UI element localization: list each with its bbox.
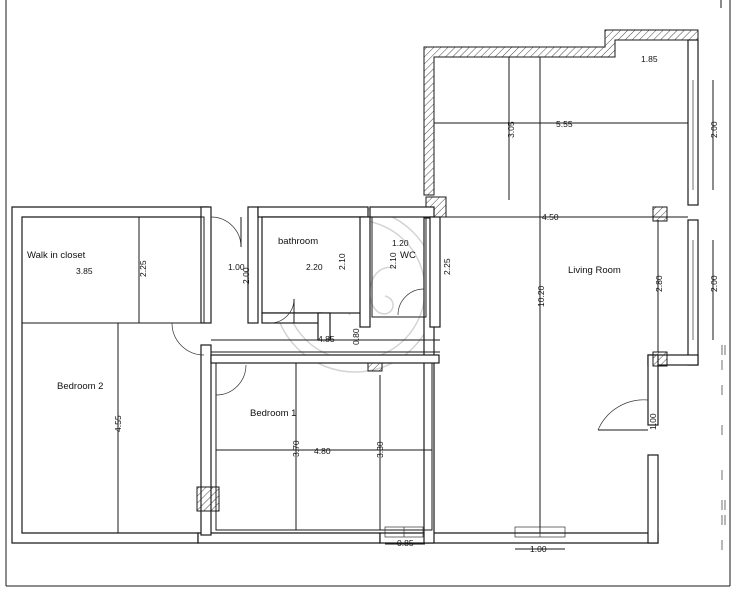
dimension-labels: 1.85 3.05 5.55 2.00 4.50 3.85 2.25 1.00 … (76, 54, 719, 554)
dim-4-55: 4.55 (113, 415, 123, 432)
dim-0-80: 0.80 (351, 328, 361, 345)
dim-5-55: 5.55 (556, 119, 573, 129)
dim-4-50: 4.50 (542, 212, 559, 222)
dim-2-25-wc: 2.25 (442, 258, 452, 275)
dim-0-85: 0.85 (397, 538, 414, 548)
dim-1-20: 1.20 (392, 238, 409, 248)
dim-10-20: 10.20 (536, 285, 546, 307)
dim-3-70: 3.70 (291, 440, 301, 457)
sheet-border (5, 0, 731, 587)
dim-2-20: 2.20 (306, 262, 323, 272)
label-bedroom-1: Bedroom 1 (250, 408, 296, 419)
dim-2-10-bath: 2.10 (337, 253, 347, 270)
dim-1-85: 1.85 (641, 54, 658, 64)
outer-walls (11, 206, 659, 544)
label-bathroom: bathroom (278, 236, 318, 247)
dim-1-00-bottom: 1.00 (530, 544, 547, 554)
dim-2-00-closet: 2.00 (241, 267, 251, 284)
doors (171, 216, 649, 538)
label-living-room: Living Room (568, 265, 621, 276)
dim-2-10-wc: 2.10 (388, 252, 398, 269)
living-outer-walls (423, 29, 714, 544)
label-bedroom-2: Bedroom 2 (57, 381, 103, 392)
dim-1-00-closet: 1.00 (228, 262, 245, 272)
dim-4-85: 4.85 (318, 334, 335, 344)
dim-2-80: 2.80 (654, 275, 664, 292)
dim-1-00-living: 1.00 (648, 413, 658, 430)
dim-3-05: 3.05 (506, 121, 516, 138)
bottom-dim-lines (385, 543, 565, 550)
dim-2-25-closet: 2.25 (138, 260, 148, 277)
dim-3-85: 3.85 (76, 266, 93, 276)
room-labels: Walk in closet bathroom WC Bedroom 2 Bed… (27, 236, 621, 419)
margin-ticks (721, 345, 726, 550)
dim-3-30: 3.30 (375, 441, 385, 458)
label-walk-in-closet: Walk in closet (27, 250, 86, 261)
label-wc: WC (400, 250, 416, 261)
interior-walls (21, 57, 688, 533)
dim-4-80: 4.80 (314, 446, 331, 456)
dim-2-00-top: 2.00 (709, 121, 719, 138)
dim-2-00-right: 2.00 (709, 275, 719, 292)
